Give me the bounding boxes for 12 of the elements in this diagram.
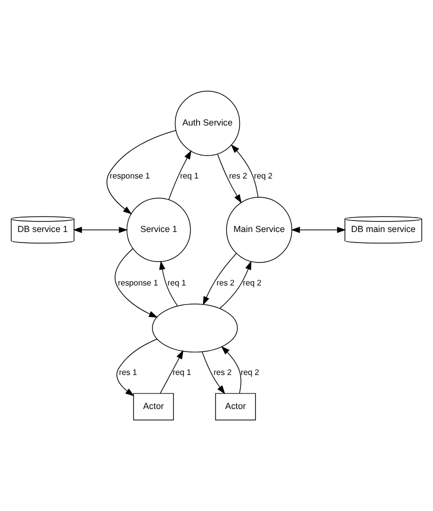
edge-label: res 2	[216, 278, 235, 288]
edge-label: response 1	[110, 171, 150, 180]
edge-label: res 1	[118, 368, 138, 377]
edge-label: req 2	[242, 278, 262, 288]
edge-label: req 1	[180, 171, 199, 180]
edge-label: req 1	[168, 278, 186, 288]
edge-label: res 2	[229, 171, 248, 180]
edge-label: response 1	[118, 278, 158, 288]
edge-label: req 2	[240, 368, 260, 377]
edge-label: req 2	[254, 171, 272, 180]
edge-label: res 2	[214, 368, 232, 377]
edge-label: req 1	[172, 368, 192, 377]
